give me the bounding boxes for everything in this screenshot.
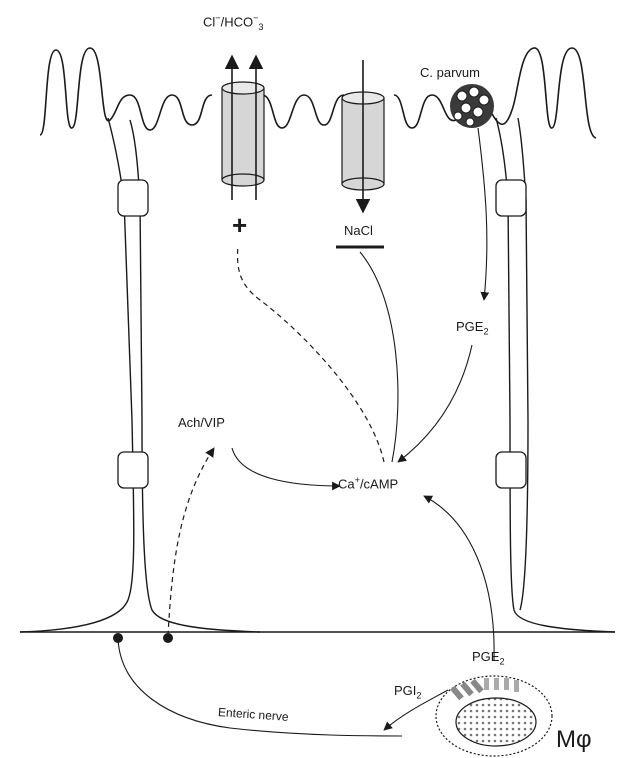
chloride-channel	[222, 56, 264, 200]
label-hco-subscript: 3	[258, 22, 263, 32]
label-camp-text: /cAMP	[360, 476, 398, 491]
label-nacl: NaCl	[344, 224, 373, 237]
label-ca-text: Ca	[338, 476, 355, 491]
arrow-pge2-to-ca	[398, 345, 472, 462]
macrophage-cell	[436, 676, 552, 756]
arrow-ach-to-ca	[232, 448, 340, 486]
label-pgi-text: PGI	[394, 683, 416, 698]
nacl-channel	[342, 60, 384, 212]
c-parvum-organism	[450, 84, 494, 128]
tight-junction-upper-left	[118, 180, 148, 216]
stimulation-plus-sign: +	[232, 212, 247, 238]
arrow-cparvum-to-pge2	[478, 128, 487, 300]
label-c-parvum: C. parvum	[420, 66, 480, 79]
arrow-ca-to-chloride	[238, 245, 384, 462]
lateral-membrane-left	[20, 118, 134, 632]
tight-junction-lower-left	[118, 452, 148, 488]
nerve-terminal-left	[113, 633, 123, 643]
label-cl-text: Cl	[203, 14, 215, 29]
nerve-terminal-right	[163, 633, 173, 643]
label-pge-bottom-text: PGE	[472, 649, 499, 664]
arrow-macrophage-to-ca	[424, 496, 494, 660]
label-ca-camp: Ca+/cAMP	[338, 476, 398, 490]
line-ca-to-nacl	[360, 252, 398, 462]
label-macrophage: Mφ	[556, 728, 592, 752]
label-pge-subscript: 2	[483, 327, 488, 337]
label-ach-vip: Ach/VIP	[178, 416, 225, 429]
label-pge2-top: PGE2	[456, 320, 489, 337]
label-hco-text: /HCO	[221, 14, 254, 29]
label-pgi-subscript: 2	[416, 691, 421, 701]
label-pgi2: PGI2	[394, 684, 421, 701]
label-pge-bottom-subscript: 2	[499, 657, 504, 667]
arrow-nerve-to-ach	[168, 448, 214, 636]
label-pge2-bottom: PGE2	[472, 650, 505, 667]
apical-membrane	[40, 48, 596, 138]
tight-junction-upper-right	[496, 180, 526, 216]
label-cl-hco3: Cl−/HCO−3	[203, 14, 263, 32]
label-pge-text: PGE	[456, 319, 483, 334]
tight-junction-lower-right	[496, 452, 526, 488]
